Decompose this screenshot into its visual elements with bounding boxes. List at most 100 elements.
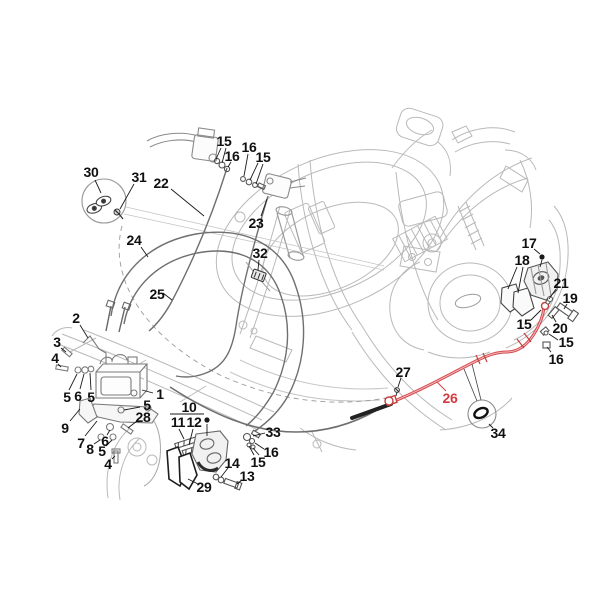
callout-31-1: 31 [131, 169, 147, 185]
callout-4-21: 4 [51, 350, 59, 366]
brake-pads-29 [166, 445, 198, 491]
callout-26-44: 26 [442, 390, 458, 406]
callout-leader-lines [57, 147, 568, 485]
banjo-fittings-15-16 [213, 157, 267, 191]
leader-line-15 [249, 162, 259, 181]
callout-5-26: 5 [143, 397, 151, 413]
hose-25-loop [123, 250, 289, 427]
callout-1-25: 1 [156, 386, 164, 402]
callout-32-10: 32 [252, 245, 268, 261]
leader-line-28 [127, 420, 138, 429]
callout-21-13: 21 [553, 275, 569, 291]
brake-pads-18 [500, 283, 535, 317]
hidden-route-dashed-line [118, 225, 387, 403]
o-ring [473, 406, 489, 420]
leader-line-1 [141, 389, 154, 394]
leader-line-11 [178, 428, 185, 440]
leader-line-25 [162, 292, 173, 301]
callout-10-34: 10 [181, 399, 197, 415]
callout-34-45: 34 [490, 425, 506, 441]
leader-line-7 [84, 420, 98, 437]
leader-line-21 [548, 288, 557, 300]
leader-line-3 [60, 347, 67, 353]
callout-19-14: 19 [562, 290, 578, 306]
callout-15-39: 15 [250, 454, 266, 470]
leader-line-15 [548, 333, 559, 341]
leader-line-30 [94, 179, 102, 194]
leader-line-13 [236, 479, 243, 485]
leader-line-34 [488, 423, 494, 429]
leader-line-15 [221, 147, 227, 164]
bracket-2 [82, 335, 107, 363]
leader-line-16 [227, 161, 232, 168]
indicator-dot-10 [204, 417, 210, 423]
callout-2-19: 2 [72, 310, 80, 326]
leader-line-26 [436, 381, 447, 392]
callout-6-23: 6 [74, 388, 82, 404]
detail-circle-locator-lines [123, 206, 385, 271]
callout-28-27: 28 [135, 409, 151, 425]
master-cylinders [146, 127, 307, 199]
lower-rear-pipe-33 [169, 386, 378, 433]
callout-15-17: 15 [558, 334, 574, 350]
bracket-9 [78, 397, 98, 424]
leader-line-24 [140, 246, 149, 258]
leader-line-33 [252, 432, 266, 437]
cable-dark-end [350, 402, 393, 420]
callout-4-33: 4 [104, 456, 112, 472]
detail-circle-30-31 [81, 178, 127, 224]
callout-27-43: 27 [395, 364, 411, 380]
leader-line-5 [89, 372, 92, 391]
leader-line-31 [119, 183, 135, 210]
leader-line-16 [546, 346, 552, 353]
leader-line-22 [170, 188, 205, 217]
hose-24-loop [110, 231, 305, 432]
leader-line-8 [93, 439, 101, 445]
detail-circle-34 [463, 363, 497, 429]
leader-line-15 [252, 447, 260, 456]
callout-7-29: 7 [77, 435, 85, 451]
callout-24-7: 24 [126, 232, 142, 248]
part-27-clip [394, 387, 400, 397]
leader-line-2 [79, 324, 89, 339]
leader-line-15 [215, 147, 222, 160]
callout-16-18: 16 [548, 351, 564, 367]
callout-15-15: 15 [516, 316, 532, 332]
leader-line-9 [69, 408, 81, 422]
leader-line-18 [517, 266, 524, 294]
callout-15-3: 15 [216, 133, 232, 149]
leader-line-19 [563, 303, 568, 310]
callout-16-5: 16 [241, 139, 257, 155]
abs-pipes [105, 305, 126, 333]
callout-25-8: 25 [149, 286, 165, 302]
callout-29-42: 29 [196, 479, 212, 495]
callout-12-36: 12 [186, 414, 202, 430]
callout-22-2: 22 [153, 175, 169, 191]
callout-11-35: 11 [170, 414, 186, 430]
leader-line-23 [260, 198, 268, 217]
hose-22-front-brake [148, 167, 228, 332]
leader-line-15 [248, 445, 255, 456]
leader-line-17 [539, 259, 543, 268]
callout-33-37: 33 [265, 424, 281, 440]
leader-line-29 [187, 478, 199, 485]
callout-8-30: 8 [86, 441, 94, 457]
callout-14-40: 14 [224, 455, 240, 471]
leader-line-5 [68, 373, 78, 391]
callout-5-32: 5 [98, 443, 106, 459]
leader-line-16 [243, 153, 249, 177]
indicator-dot-17 [539, 254, 545, 260]
leader-line-18 [507, 266, 518, 290]
callout-30-0: 30 [83, 164, 99, 180]
callout-16-4: 16 [224, 148, 240, 164]
leader-line-15 [255, 163, 264, 185]
callout-6-31: 6 [101, 433, 109, 449]
rear-caliper-assembly [500, 261, 580, 349]
leader-line-12 [188, 428, 194, 446]
callout-5-24: 5 [87, 389, 95, 405]
leader-line-4 [57, 363, 62, 368]
leader-line-20 [551, 314, 557, 323]
callout-23-9: 23 [248, 215, 264, 231]
